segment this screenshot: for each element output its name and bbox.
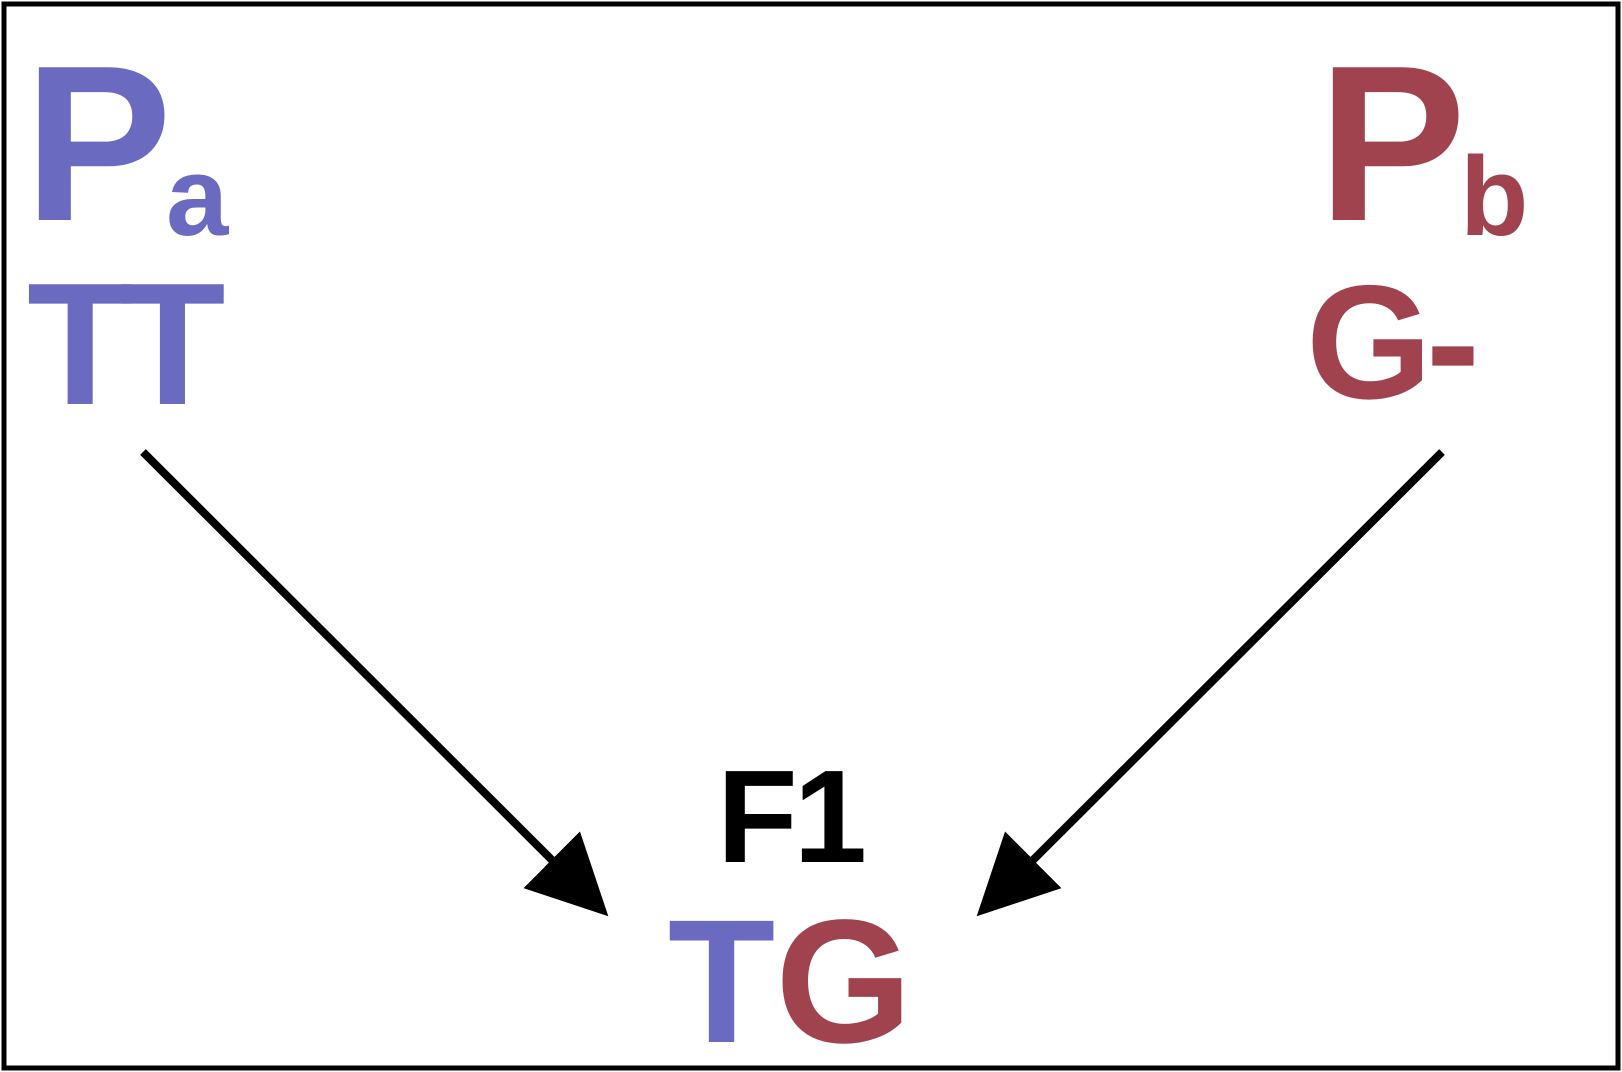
arrow-parent-a-to-f1 — [140, 449, 609, 917]
arrow-parent-b-to-f1 — [976, 449, 1445, 917]
parent-b: P b G- — [1306, 20, 1528, 433]
parent-a-subscript: a — [166, 134, 229, 259]
offspring-allele-b: G — [775, 884, 912, 1072]
parent-a-genotype: TT — [27, 246, 224, 441]
offspring: F1 TG — [668, 743, 912, 1072]
offspring-genotype: TG — [668, 884, 912, 1072]
offspring-label: F1 — [717, 743, 864, 890]
parent-b-subscript: b — [1460, 134, 1528, 259]
parent-b-symbol: P — [1318, 20, 1466, 268]
parent-a: P a TT — [24, 20, 238, 441]
parent-b-genotype: G- — [1306, 252, 1474, 433]
offspring-allele-a: T — [668, 884, 776, 1072]
parent-a-symbol: P — [24, 20, 172, 268]
